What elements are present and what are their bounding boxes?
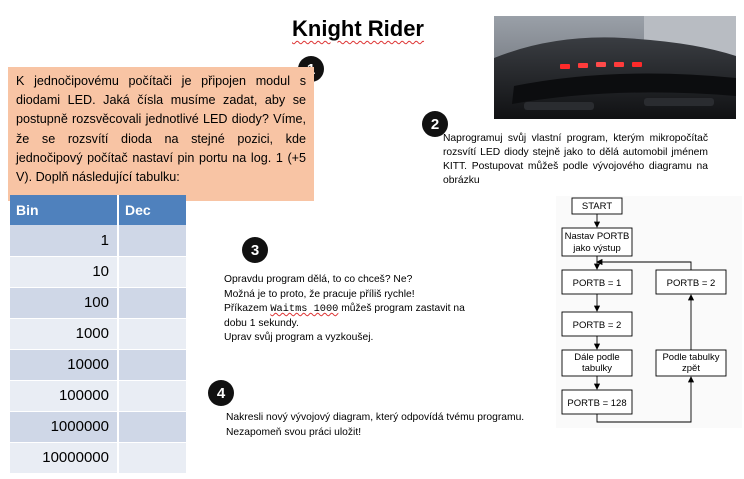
bin-cell: 10 — [10, 256, 119, 288]
task-3-line-1: Opravdu program dělá, to co chceš? Ne? — [224, 274, 413, 285]
back-by-table-box — [655, 349, 727, 377]
bin-cell: 1000 — [10, 318, 119, 350]
table-row: 10000 — [10, 349, 186, 381]
bin-cell: 10000000 — [10, 442, 119, 474]
task-3-line-3-after: můžeš program zastavit na — [338, 303, 465, 314]
binary-decimal-table: Bin Dec 1 10 100 1000 10000 100000 — [10, 195, 186, 474]
header-dec: Dec — [118, 195, 186, 225]
bin-cell: 1 — [10, 225, 119, 257]
kitt-car-photo — [494, 16, 736, 119]
flowchart: START Nastav PORTB jako výstup PORTB = 1… — [556, 196, 742, 428]
dec-cell[interactable] — [118, 256, 186, 288]
table-header-row: Bin Dec — [10, 195, 186, 225]
task-3-line-4: dobu 1 sekundy. — [224, 317, 299, 329]
dec-cell[interactable] — [118, 380, 186, 412]
task-1-text: K jednočipovému počítači je připojen mod… — [16, 74, 306, 185]
loop-arrow-to-start — [596, 258, 692, 270]
dec-cell[interactable] — [118, 349, 186, 381]
bin-cell: 10000 — [10, 349, 119, 381]
bin-cell: 1000000 — [10, 411, 119, 443]
init-label-1: Nastav PORTB — [565, 231, 630, 242]
portb-2-return-box — [655, 269, 727, 295]
back-by-table-label-1: Podle tabulky — [662, 352, 719, 363]
back-by-table-label-2: zpět — [682, 363, 700, 374]
portb-1-box — [561, 269, 633, 295]
dec-cell[interactable] — [118, 442, 186, 474]
task-4-text: Nakresli nový vývojový diagram, který od… — [226, 412, 525, 438]
table-row: 100000 — [10, 380, 186, 412]
portb-2-return-label: PORTB = 2 — [667, 278, 716, 289]
dec-cell[interactable] — [118, 225, 186, 257]
task-4-badge: 4 — [208, 380, 234, 406]
header-bin: Bin — [10, 195, 119, 225]
portb-2-label: PORTB = 2 — [573, 320, 622, 331]
task-2-badge: 2 — [422, 111, 448, 137]
table-row: 1000000 — [10, 411, 186, 443]
table-row: 10 — [10, 256, 186, 288]
table-row: 1000 — [10, 318, 186, 350]
waitms-code: Waitms 1000 — [270, 303, 339, 315]
table-row: 100 — [10, 287, 186, 319]
task-1-box: K jednočipovému počítači je připojen mod… — [8, 67, 314, 201]
table-row: 1 — [10, 225, 186, 257]
task-3-box: Opravdu program dělá, to co chceš? Ne? M… — [224, 273, 514, 346]
loop-arrow-to-back — [596, 376, 695, 423]
car-image — [494, 16, 736, 119]
page-title: Knight Rider — [292, 16, 424, 41]
next-by-table-label-1: Dále podle — [574, 352, 619, 363]
start-label: START — [582, 201, 612, 212]
bin-cell: 100 — [10, 287, 119, 319]
portb-2-box — [561, 311, 633, 337]
task-3-line-3-before: Příkazem — [224, 303, 271, 314]
next-by-table-box — [561, 349, 633, 377]
task-3-line-2: Možná je to proto, že pracuje příliš ryc… — [224, 288, 415, 300]
task-3-line-3: Příkazem Waitms 1000 můžeš program zasta… — [224, 302, 514, 317]
task-3-badge: 3 — [242, 237, 268, 263]
dec-cell[interactable] — [118, 411, 186, 443]
dec-cell[interactable] — [118, 318, 186, 350]
bin-cell: 100000 — [10, 380, 119, 412]
task-2-text: Naprogramuj svůj vlastní program, kterým… — [443, 133, 708, 186]
dec-cell[interactable] — [118, 287, 186, 319]
init-label-2: jako výstup — [572, 243, 621, 254]
portb-128-label: PORTB = 128 — [567, 398, 626, 409]
init-box — [561, 227, 633, 257]
next-by-table-label-2: tabulky — [582, 363, 612, 374]
task-3-line-5: Uprav svůj program a vyzkoušej. — [224, 332, 374, 343]
table-row: 10000000 — [10, 442, 186, 474]
portb-1-label: PORTB = 1 — [573, 278, 622, 289]
